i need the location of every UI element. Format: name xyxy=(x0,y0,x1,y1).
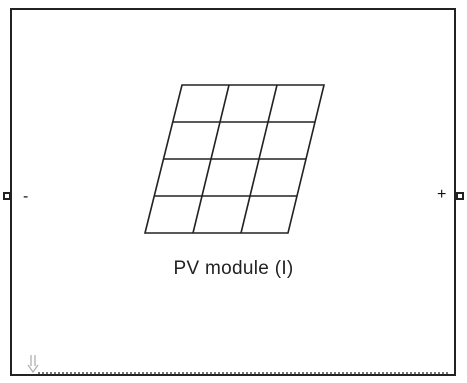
positive-port[interactable] xyxy=(456,192,464,200)
down-arrow-icon xyxy=(27,355,39,374)
negative-port[interactable] xyxy=(3,192,11,200)
negative-terminal-label: - xyxy=(23,188,29,205)
block-title: PV module (I) xyxy=(173,258,294,279)
positive-terminal-label: + xyxy=(437,186,447,203)
solar-panel-icon xyxy=(143,84,326,234)
block-bottom-edge xyxy=(38,372,448,374)
pv-module-block[interactable] xyxy=(10,8,456,376)
